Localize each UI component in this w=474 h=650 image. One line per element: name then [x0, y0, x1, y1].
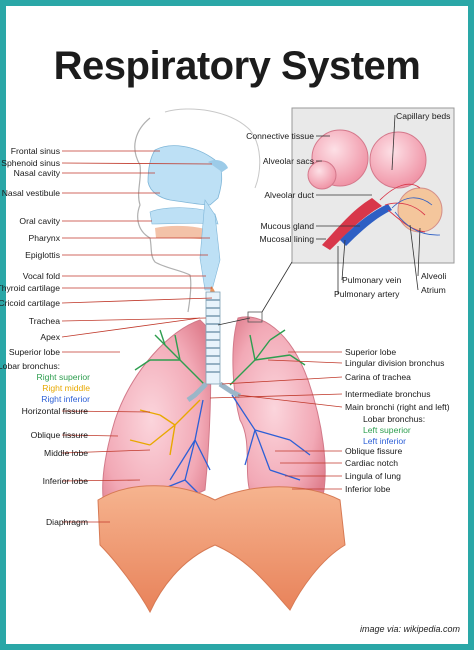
label-lingular-division-bronchus: Lingular division bronchus — [345, 358, 444, 368]
left-superior-bronchus — [229, 329, 306, 386]
label-epiglottis: Epiglottis — [25, 250, 60, 260]
label-right-middle: Right middle — [42, 383, 90, 393]
left-labels: Frontal sinus Sphenoid sinus Nasal cavit… — [0, 146, 90, 527]
label-superior-lobe-left: Superior lobe — [9, 347, 60, 357]
label-left-inferior: Left inferior — [363, 436, 406, 446]
leader-lines — [61, 114, 421, 523]
label-nasal-cavity: Nasal cavity — [14, 168, 61, 178]
label-lobar-bronchus-right: Lobar bronchus: — [363, 414, 425, 424]
label-middle-lobe: Middle lobe — [44, 448, 88, 458]
label-superior-lobe-right: Superior lobe — [345, 347, 396, 357]
label-right-superior: Right superior — [37, 372, 91, 382]
label-carina-of-trachea: Carina of trachea — [345, 372, 411, 382]
label-intermediate-bronchus: Intermediate bronchus — [345, 389, 431, 399]
label-mucosal-lining: Mucosal lining — [260, 234, 315, 244]
alveoli-inset — [291, 107, 455, 264]
label-alveolar-duct: Alveolar duct — [264, 190, 314, 200]
label-pharynx: Pharynx — [28, 233, 60, 243]
label-cardiac-notch: Cardiac notch — [345, 458, 398, 468]
label-right-inferior: Right inferior — [41, 394, 90, 404]
label-oral-cavity: Oral cavity — [19, 216, 60, 226]
label-frontal-sinus: Frontal sinus — [11, 146, 60, 156]
label-pulmonary-vein: Pulmonary vein — [342, 275, 401, 285]
left-inferior-bronchus — [231, 394, 311, 481]
inset-labels: Capillary beds Connective tissue Alveola… — [246, 111, 450, 299]
label-cricoid-cartilage: Cricoid cartilage — [0, 298, 60, 308]
right-labels: Superior lobe Lingular division bronchus… — [345, 347, 450, 494]
right-superior-bronchus — [134, 329, 206, 386]
label-lingula-of-lung: Lingula of lung — [345, 471, 401, 481]
label-trachea: Trachea — [29, 316, 60, 326]
label-horizontal-fissure: Horizontal fissure — [22, 406, 89, 416]
label-pulmonary-artery: Pulmonary artery — [334, 289, 400, 299]
label-inferior-lobe-left: Inferior lobe — [43, 476, 89, 486]
trachea — [186, 291, 242, 403]
label-diaphragm: Diaphragm — [46, 517, 88, 527]
label-inferior-lobe-right: Inferior lobe — [345, 484, 391, 494]
label-oblique-fissure-left: Oblique fissure — [31, 430, 89, 440]
diaphragm — [97, 485, 346, 614]
label-connective-tissue: Connective tissue — [246, 131, 314, 141]
right-inferior-bronchus — [159, 399, 211, 496]
label-apex: Apex — [40, 332, 60, 342]
label-main-bronchi: Main bronchi (right and left) — [345, 402, 450, 412]
label-vocal-fold: Vocal fold — [23, 271, 60, 281]
label-alveoli: Alveoli — [421, 271, 446, 281]
label-atrium: Atrium — [421, 285, 446, 295]
label-mucous-gland: Mucous gland — [260, 221, 314, 231]
label-nasal-vestibule: Nasal vestibule — [2, 188, 60, 198]
label-lobar-bronchus-left: Lobar bronchus: — [0, 361, 60, 371]
page-title: Respiratory System — [53, 44, 421, 88]
right-middle-bronchus — [129, 399, 201, 456]
label-capillary-beds: Capillary beds — [396, 111, 450, 121]
nasal-cavity-shape — [147, 145, 228, 310]
label-thyroid-cartilage: Thyroid cartilage — [0, 283, 60, 293]
image-credit: image via: wikipedia.com — [359, 624, 460, 634]
label-alveolar-sacs: Alveolar sacs — [263, 156, 314, 166]
label-left-superior: Left superior — [363, 425, 411, 435]
label-oblique-fissure-right: Oblique fissure — [345, 446, 403, 456]
label-sphenoid-sinus: Sphenoid sinus — [1, 158, 60, 168]
